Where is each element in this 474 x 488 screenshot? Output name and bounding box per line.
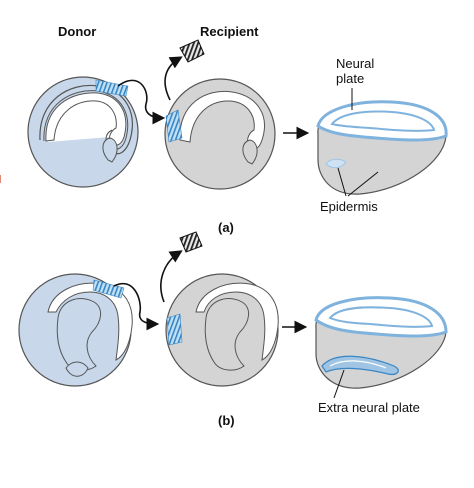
donor-embryo-b	[18, 273, 133, 387]
epidermis-label: Epidermis	[320, 199, 378, 214]
edge-marker	[0, 175, 5, 183]
recipient-embryo-b	[165, 273, 279, 387]
extra-neural-plate-pointer	[333, 369, 345, 399]
epidermis-pointer-1	[337, 167, 347, 197]
neurula-embryo-b	[314, 296, 448, 389]
neural-plate-label-line2: plate	[336, 71, 365, 86]
transplant-arrow-a	[117, 79, 166, 125]
neural-plate-label-line1: Neural	[336, 56, 375, 71]
epidermis-pointer-2	[347, 171, 379, 197]
transplant-arrow-b	[113, 282, 160, 331]
recipient-embryo-a	[164, 78, 276, 190]
donor-label: Donor	[58, 24, 97, 39]
extra-neural-plate-label: Extra neural plate	[318, 400, 420, 415]
discarded-tissue-icon	[179, 231, 203, 253]
removal-arrow-b	[160, 250, 183, 303]
neurula-embryo-a	[316, 100, 448, 195]
donor-embryo-a	[27, 76, 139, 188]
removal-arrow-a	[164, 56, 183, 101]
recipient-label: Recipient	[200, 24, 259, 39]
panel-a-label: (a)	[218, 220, 234, 235]
panel-b-label: (b)	[218, 413, 235, 428]
discarded-tissue-icon	[179, 39, 205, 63]
